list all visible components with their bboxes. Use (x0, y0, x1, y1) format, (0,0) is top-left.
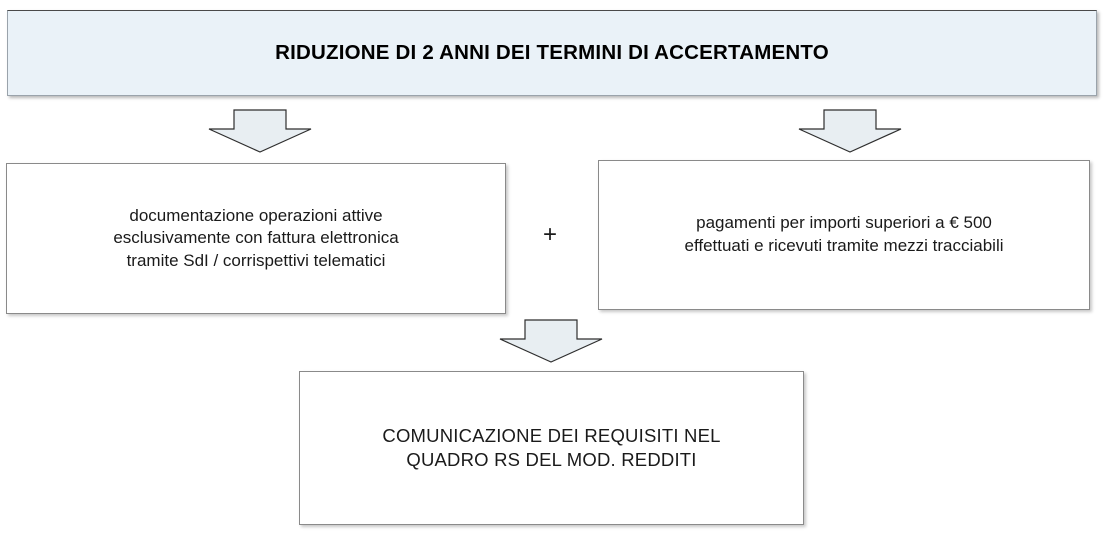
plus-connector: + (542, 221, 557, 248)
arrow-down-icon-left (207, 109, 313, 154)
outcome-box: COMUNICAZIONE DEI REQUISITI NEL QUADRO R… (299, 371, 804, 525)
outcome-text: COMUNICAZIONE DEI REQUISITI NEL QUADRO R… (382, 424, 721, 470)
arrow-down-icon-right (797, 109, 903, 154)
header-banner: RIDUZIONE DI 2 ANNI DEI TERMINI DI ACCER… (7, 10, 1097, 96)
page-title: RIDUZIONE DI 2 ANNI DEI TERMINI DI ACCER… (275, 41, 829, 64)
condition-box-right: pagamenti per importi superiori a € 500 … (598, 160, 1090, 310)
condition-box-left: documentazione operazioni attive esclusi… (6, 163, 506, 314)
condition-right-text: pagamenti per importi superiori a € 500 … (684, 213, 1004, 255)
condition-left-text: documentazione operazioni attive esclusi… (113, 205, 399, 270)
arrow-down-icon-bottom (498, 319, 604, 364)
